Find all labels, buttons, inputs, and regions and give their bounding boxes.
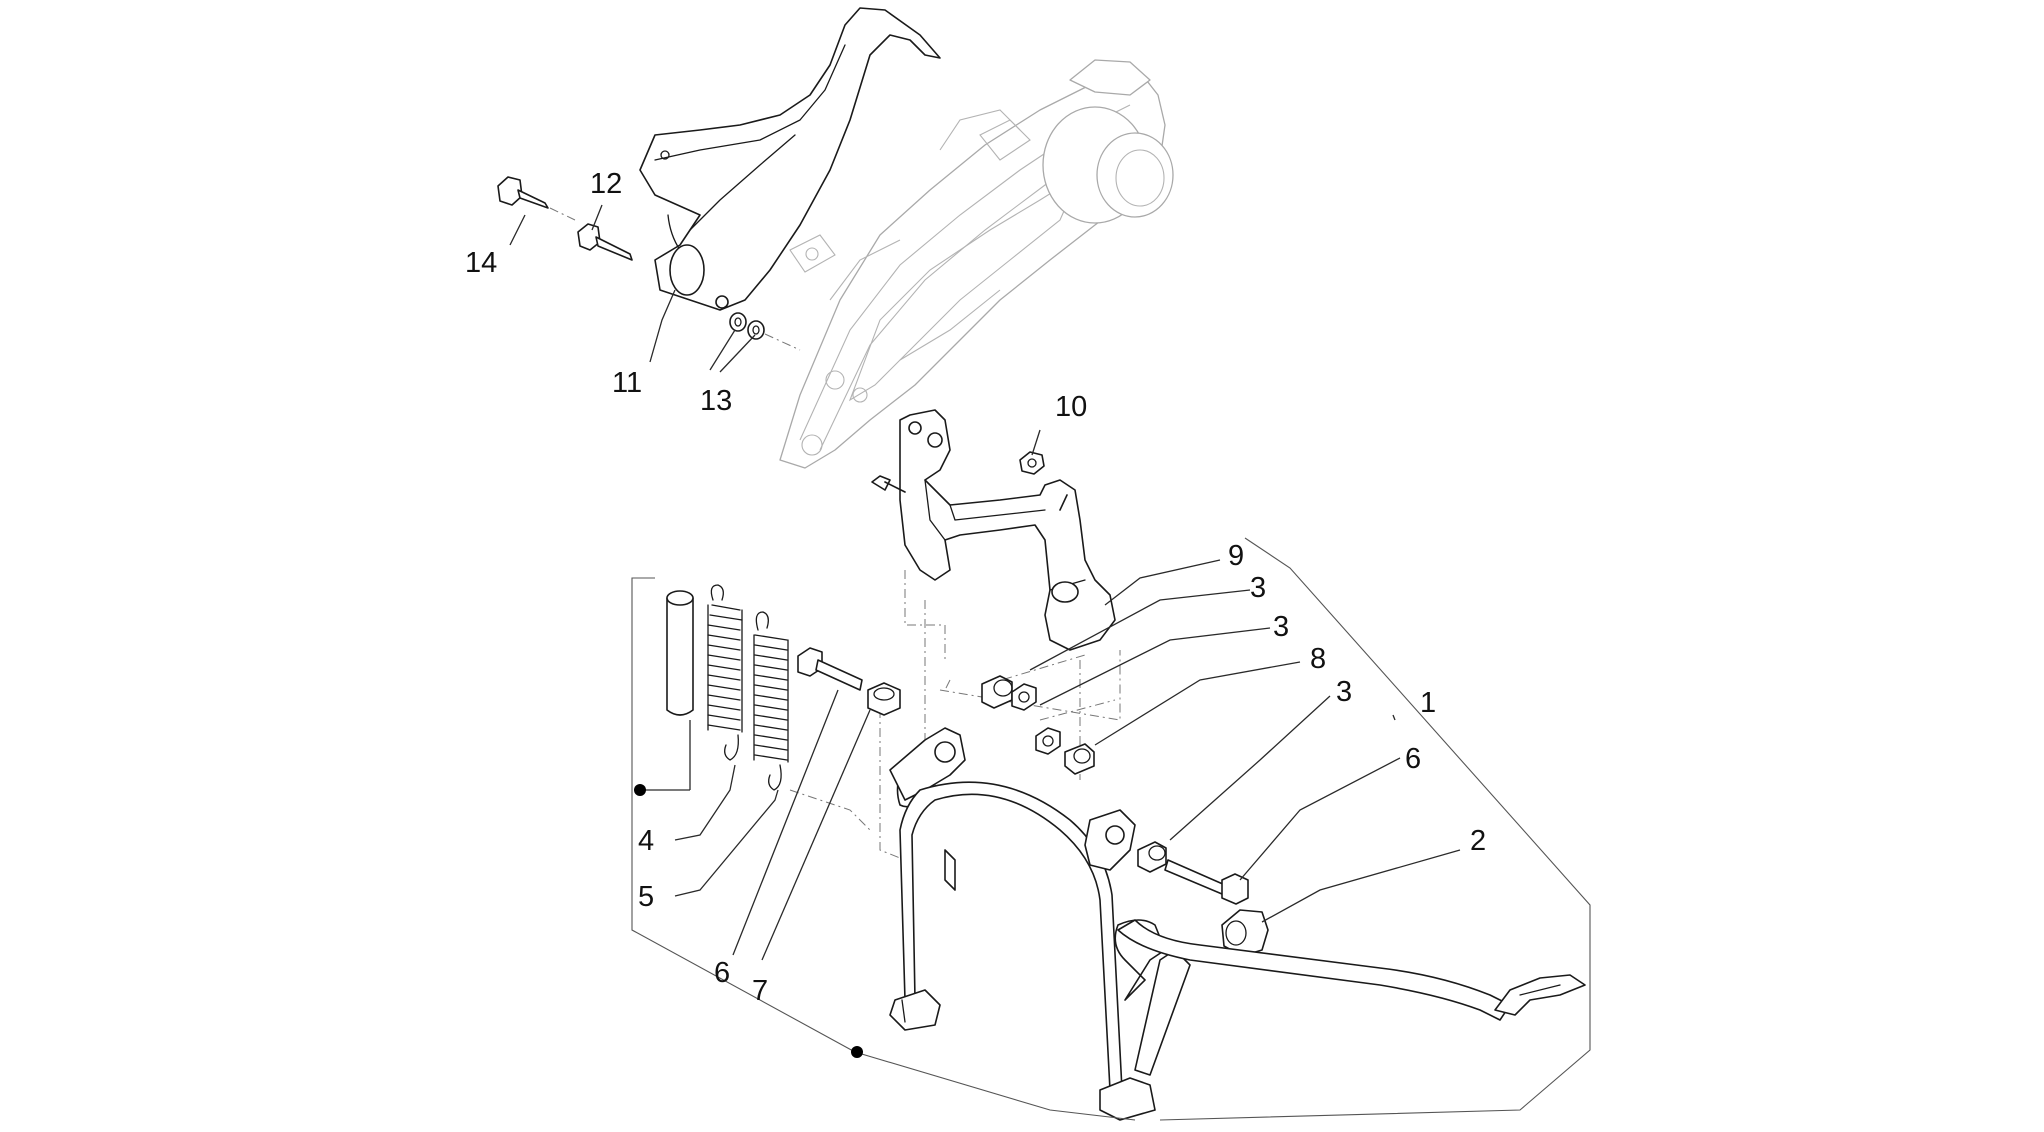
- kit-outline: [631, 537, 1591, 1121]
- part-3-nut-c: [1035, 727, 1061, 755]
- spring-sleeve: [666, 590, 694, 716]
- callout-3: 3: [1273, 611, 1289, 643]
- kit-marker-dot: [851, 1046, 863, 1058]
- part-3-bushing-d: [1137, 841, 1167, 873]
- part-13-washers: [729, 312, 801, 351]
- callout-5: 5: [638, 881, 654, 913]
- callout-9: 9: [1228, 540, 1244, 572]
- part-1-center-stand: [889, 727, 1586, 1121]
- callout-6: 6: [714, 957, 730, 989]
- part-7-spacer: [867, 682, 901, 716]
- leader-lines: [509, 204, 1461, 961]
- part-14-bolt: [497, 176, 576, 221]
- callout-8: 8: [1310, 643, 1326, 675]
- callout-7: 7: [752, 975, 768, 1007]
- callout-14: 14: [465, 247, 497, 279]
- part-9-stand-bracket: [871, 409, 1116, 651]
- part-11-bracket: [639, 7, 941, 311]
- part-10-nut: [1019, 451, 1045, 475]
- callout-3: 3: [1250, 572, 1266, 604]
- callout-1: 1: [1420, 687, 1436, 719]
- part-6-bolt-left: [797, 647, 863, 691]
- kit-marker-dot: [634, 784, 646, 796]
- callout-13: 13: [700, 385, 732, 417]
- engine-mount-ghost: [779, 59, 1174, 469]
- callout-6: 6: [1405, 743, 1421, 775]
- part-12-bolt: [577, 223, 633, 261]
- part-6-bolt-right: [1164, 859, 1249, 905]
- callout-10: 10: [1055, 391, 1087, 423]
- callout-4: 4: [638, 825, 654, 857]
- part-3-nut-b: [1011, 683, 1037, 711]
- callout-12: 12: [590, 168, 622, 200]
- part-8-bushing: [1064, 743, 1095, 775]
- callout-labels: 1 2 3 3 3 4 5 6 6 7 8 9 10 11 12 13 14: [465, 168, 1486, 1007]
- callout-11: 11: [612, 367, 642, 399]
- part-5-spring: [753, 611, 789, 791]
- part-4-spring: [707, 584, 743, 761]
- part-3-bushing-a: [981, 675, 1013, 709]
- callout-3: 3: [1336, 676, 1352, 708]
- callout-2: 2: [1470, 825, 1486, 857]
